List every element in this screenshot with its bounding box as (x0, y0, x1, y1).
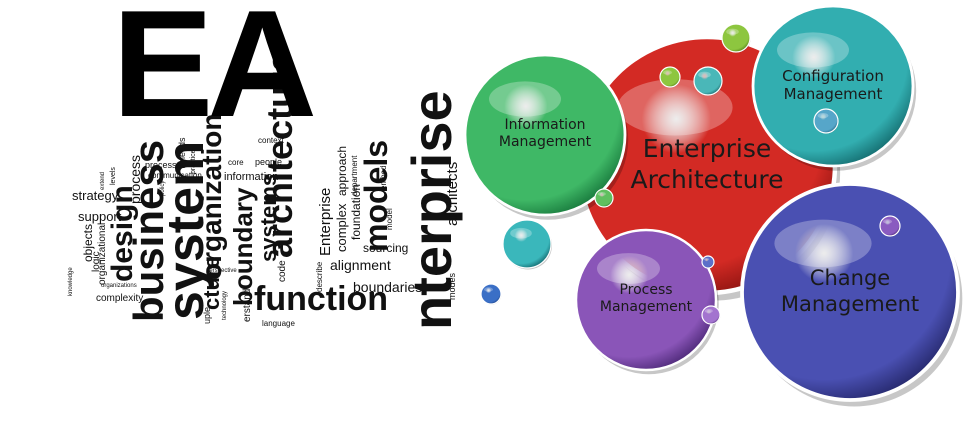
cloud-word: function (254, 280, 389, 318)
cloud-word: department (350, 155, 359, 196)
cloud-word: code (277, 260, 288, 282)
cloud-word: information (224, 171, 279, 183)
cloud-word: models (358, 139, 394, 252)
small-bubble (502, 219, 552, 270)
small-bubble (594, 188, 614, 208)
small-bubble (659, 66, 681, 88)
cloud-word: communication (148, 171, 202, 180)
small-bubble (701, 305, 721, 325)
small-bubble (693, 66, 723, 96)
cloud-word: knowledge (68, 267, 74, 296)
cloud-word: perspective (206, 268, 237, 274)
cloud-word: strategy (72, 188, 119, 203)
cloud-word: erstand (242, 288, 253, 322)
cloud-word: alignment (330, 257, 391, 273)
cloud-word: model (385, 208, 394, 230)
cloud-word: language (262, 319, 295, 328)
cloud-word: approach (335, 145, 349, 196)
cloud-word: organizations (101, 283, 137, 289)
cloud-word: process (127, 154, 143, 204)
cloud-word: context (258, 136, 284, 145)
cloud-word: logic (91, 251, 102, 272)
bubble-configuration (751, 4, 917, 171)
bubble-change (740, 182, 963, 407)
ea-title: EA (112, 0, 317, 149)
cloud-word: modes (447, 272, 457, 300)
cloud-word: technology (222, 290, 228, 320)
cloud-word: cture (199, 256, 224, 310)
cloud-word: processes (145, 160, 187, 170)
cloud-word: levels (110, 167, 117, 185)
cloud-word: boundaries (353, 279, 423, 295)
small-bubbles-front (594, 23, 901, 325)
cloud-word: embed (379, 165, 388, 190)
bubble-process (574, 228, 719, 375)
bubble-information (463, 53, 629, 220)
bubble-label-process: Process Management (599, 281, 693, 316)
cloud-word: describe (315, 261, 324, 292)
small-bubble (879, 215, 901, 237)
cloud-word: Enterprise (317, 187, 334, 256)
cloud-word: people (255, 157, 283, 167)
cloud-word: architects (444, 161, 461, 226)
bubble-label-change: Change Management (780, 265, 920, 316)
cloud-word: practice (190, 149, 197, 174)
small-bubble (721, 23, 751, 53)
cloud-word: uple (202, 306, 212, 324)
main-bubbles (463, 4, 963, 407)
cloud-word: policy (160, 180, 166, 196)
cloud-word: support (78, 209, 122, 224)
small-bubble (813, 108, 839, 134)
cloud-word: sourcing (363, 241, 409, 255)
cloud-word: core (228, 158, 244, 167)
bubble-label-enterprise: Enterprise Architecture (630, 133, 784, 194)
bubble-label-information: Information Management (498, 116, 592, 151)
small-bubble (701, 255, 715, 269)
small-bubble (480, 283, 502, 305)
cloud-word: complexity (96, 293, 144, 304)
cloud-word: extend (100, 171, 106, 190)
small-bubbles-back (480, 219, 552, 305)
bubble-label-configuration: Configuration Management (782, 66, 884, 104)
cloud-word: complex (334, 203, 349, 252)
